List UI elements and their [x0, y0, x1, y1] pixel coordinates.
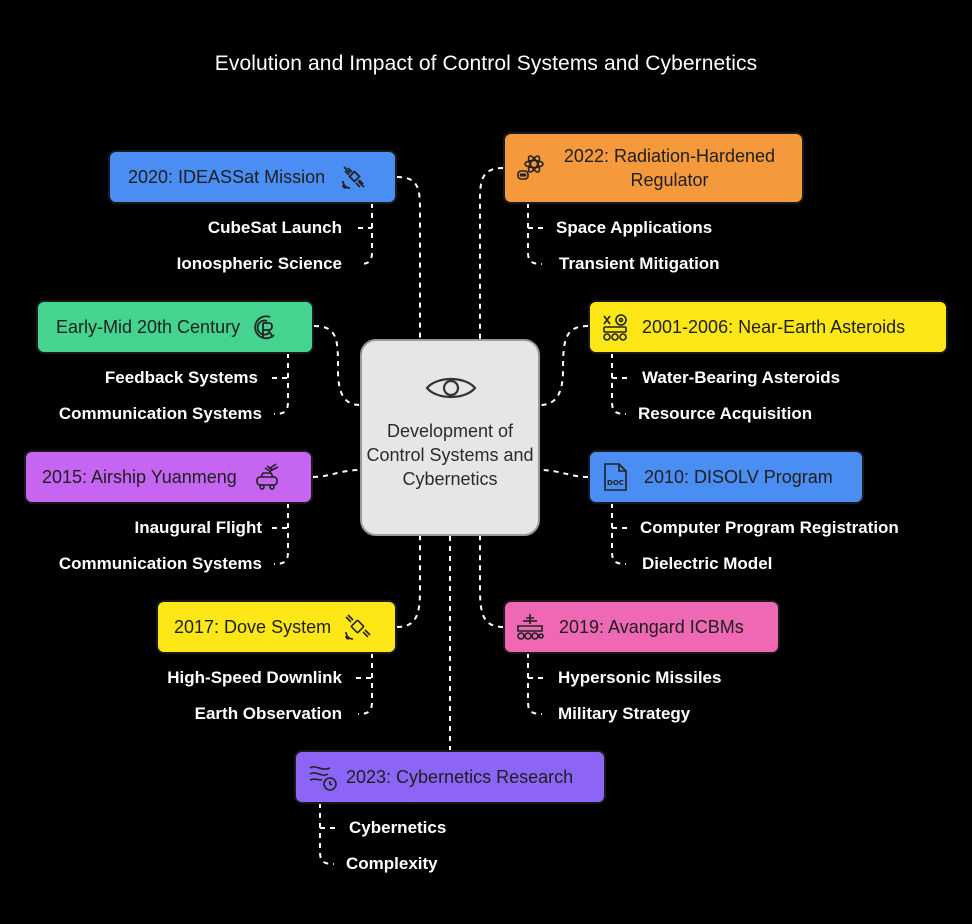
airship-icon: [253, 462, 283, 492]
node-radiation-label-line2: Regulator: [630, 170, 709, 190]
node-radiation-label-line1: 2022: Radiation-Hardened: [563, 146, 776, 166]
branch-dove: [356, 653, 373, 715]
sub-dielectric-model: Dielectric Model: [642, 554, 773, 573]
diagram-title: Evolution and Impact of Control Systems …: [214, 52, 758, 75]
doc-file-icon: DOC: [600, 462, 630, 492]
sub-ionospheric-science: Ionospheric Science: [176, 254, 342, 273]
eye-icon: [425, 373, 477, 403]
svg-text:DOC: DOC: [607, 479, 624, 487]
node-airship-yuanmeng: 2015: Airship Yuanmeng: [24, 450, 313, 504]
node-airship-label: 2015: Airship Yuanmeng: [42, 466, 237, 487]
atom-robot-icon: [515, 153, 545, 183]
branch-ideassat: [358, 203, 373, 265]
node-cybernetics-research: 2023: Cybernetics Research: [294, 750, 606, 804]
node-near-earth-asteroids: 2001-2006: Near-Earth Asteroids: [588, 300, 948, 354]
connector-dove: [396, 536, 421, 628]
connector-disolv: [539, 469, 589, 478]
sub-water-bearing-asteroids: Water-Bearing Asteroids: [642, 368, 841, 387]
connector-ideassat: [396, 176, 421, 339]
wind-clock-icon: [308, 762, 338, 792]
sub-resource-acquisition: Resource Acquisition: [638, 404, 813, 423]
sub-space-applications: Space Applications: [556, 218, 713, 237]
connector-radiation: [479, 167, 504, 339]
sub-communication-systems-early: Communication Systems: [58, 404, 262, 423]
connector-early: [313, 325, 361, 406]
sub-transient-mitigation: Transient Mitigation: [559, 254, 720, 273]
sub-computer-program-registration: Computer Program Registration: [640, 518, 899, 537]
sub-high-speed-downlink: High-Speed Downlink: [167, 668, 342, 687]
connector-airship: [312, 469, 361, 478]
sub-cubesat-launch: CubeSat Launch: [207, 218, 342, 237]
node-avangard-icbms: 2019: Avangard ICBMs: [503, 600, 780, 654]
branch-disolv: [611, 503, 628, 565]
satellite-icon: [339, 162, 369, 192]
node-early-mid-20th-century: Early-Mid 20th Century: [36, 300, 314, 354]
node-ideassat: 2020: IDEASSat Mission: [108, 150, 397, 204]
branch-radiation: [527, 203, 544, 265]
branch-airship: [272, 503, 289, 565]
sub-inaugural-flight: Inaugural Flight: [134, 518, 263, 537]
node-disolv-label: 2010: DISOLV Program: [644, 466, 833, 487]
branch-early: [272, 353, 289, 415]
node-ideassat-label: 2020: IDEASSat Mission: [128, 166, 326, 187]
satellite-dish-icon: [343, 612, 373, 642]
node-dove-system: 2017: Dove System: [156, 600, 397, 654]
missile-launcher-icon: [515, 612, 545, 642]
sub-military-strategy: Military Strategy: [558, 704, 691, 723]
central-topic-label: Development of Control Systems and Cyber…: [366, 421, 534, 489]
sub-complexity: Complexity: [346, 854, 438, 873]
central-topic-box: Development of Control Systems and Cyber…: [360, 339, 540, 536]
node-avangard-label: 2019: Avangard ICBMs: [559, 616, 744, 637]
node-radiation-regulator: 2022: Radiation-Hardened Regulator: [503, 132, 804, 204]
sub-hypersonic-missiles: Hypersonic Missiles: [558, 668, 722, 687]
node-cybernetics-label: 2023: Cybernetics Research: [346, 766, 574, 787]
node-disolv-program: DOC 2010: DISOLV Program: [588, 450, 864, 504]
sub-feedback-systems: Feedback Systems: [104, 368, 258, 387]
sub-earth-observation: Earth Observation: [194, 704, 342, 723]
registered-icon: [250, 312, 280, 342]
node-early-label: Early-Mid 20th Century: [56, 316, 241, 337]
branch-avangard: [527, 653, 544, 715]
sub-communication-systems-airship: Communication Systems: [58, 554, 262, 573]
sub-cybernetics: Cybernetics: [349, 818, 447, 837]
branch-asteroids: [611, 353, 628, 415]
connector-avangard: [479, 536, 504, 628]
branch-cybernetics: [319, 803, 336, 865]
rover-icon: [600, 312, 630, 342]
node-dove-label: 2017: Dove System: [174, 616, 332, 637]
connector-asteroids: [539, 325, 589, 406]
node-asteroids-label: 2001-2006: Near-Earth Asteroids: [642, 316, 906, 337]
